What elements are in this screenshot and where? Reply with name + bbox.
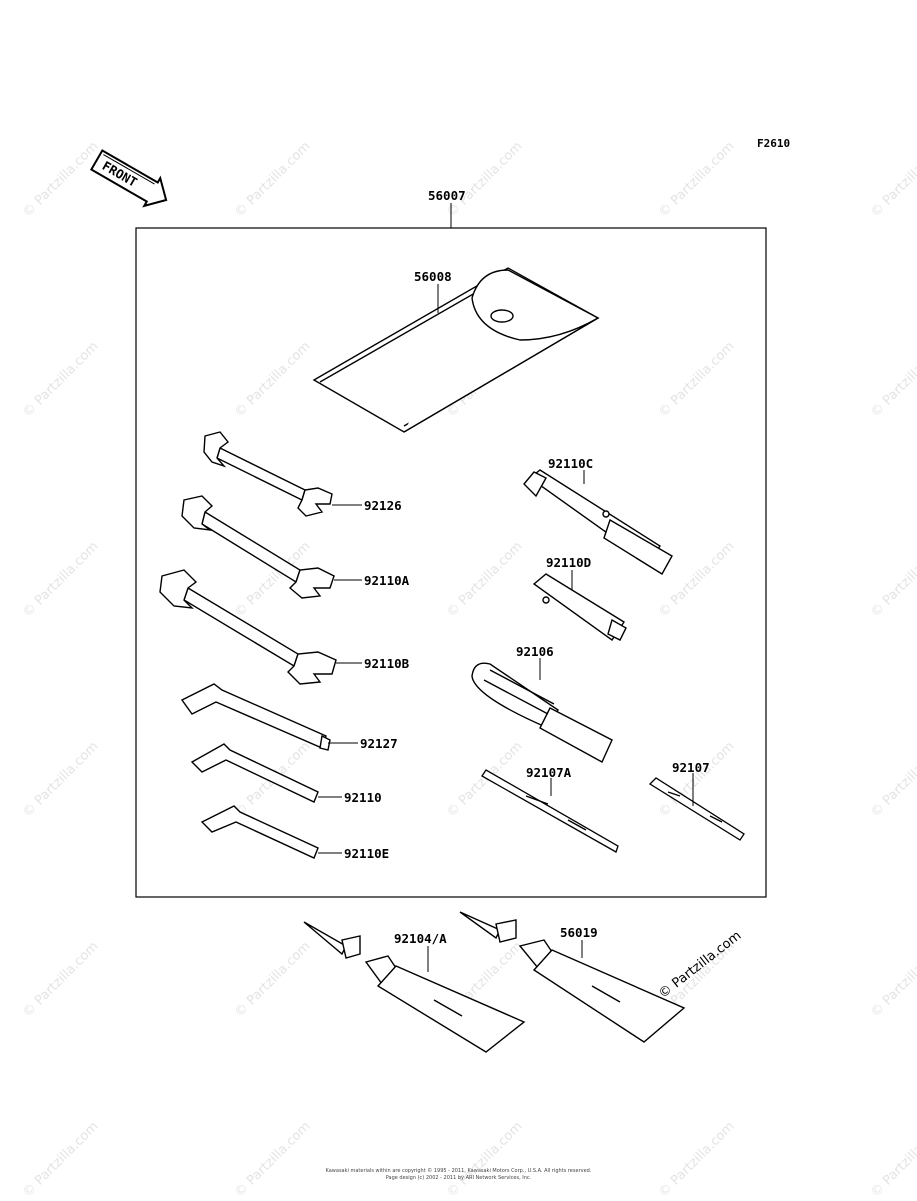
label-92104a: 92104/A [394, 931, 447, 946]
front-direction-marker: FRONT [89, 149, 168, 208]
figure-code: F2610 [757, 137, 791, 150]
hex-key-92127 [180, 683, 331, 751]
wrench-92110a [181, 495, 335, 599]
label-92110c: 92110C [548, 456, 593, 471]
label-92110d: 92110D [546, 555, 591, 570]
hex-key-92110 [190, 743, 319, 803]
label-92127: 92127 [360, 736, 398, 751]
wrench-92110b [159, 569, 337, 685]
tool-case-pouch [312, 267, 600, 433]
label-56019: 56019 [560, 925, 598, 940]
screwdriver-bit-92107a [481, 769, 619, 853]
screwdriver-bit-92107 [648, 777, 745, 841]
footer-copyright: Kawasaki materials within are copyright … [325, 1168, 592, 1174]
hex-key-92110e [200, 805, 319, 859]
label-56008: 56008 [414, 269, 452, 284]
tube-92104a [303, 921, 526, 1053]
label-92110e: 92110E [344, 846, 389, 861]
label-92110: 92110 [344, 790, 382, 805]
label-92110b: 92110B [364, 656, 410, 671]
socket-wrench-92110c [523, 469, 673, 575]
tube-56019 [459, 911, 686, 1043]
label-92106: 92106 [516, 644, 554, 659]
footer-design-credit: Page design (c) 2002 - 2011 by ARI Netwo… [385, 1175, 532, 1181]
wrench-92126 [203, 431, 333, 517]
label-92126: 92126 [364, 498, 402, 513]
label-92107a: 92107A [526, 765, 572, 780]
handle-92106 [471, 662, 613, 763]
label-56007: 56007 [428, 188, 466, 203]
label-92110a: 92110A [364, 573, 410, 588]
socket-wrench-92110d [532, 573, 627, 641]
label-92107: 92107 [672, 760, 710, 775]
